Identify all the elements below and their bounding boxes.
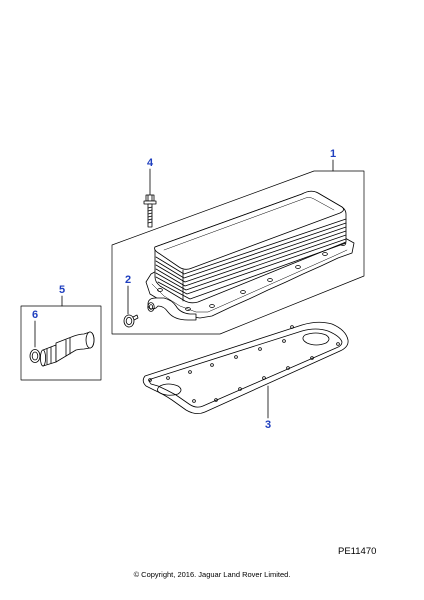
- oil-cooler-part-1: [145, 190, 355, 321]
- callout-4: 4: [147, 157, 154, 169]
- callout-2: 2: [125, 274, 131, 286]
- callout-5: 5: [59, 284, 65, 296]
- o-ring-part-6: [29, 349, 41, 363]
- callout-6: 6: [32, 309, 38, 321]
- reference-code: PE11470: [338, 546, 377, 557]
- connector-part-5: [40, 331, 95, 367]
- clip-part-2: [123, 314, 139, 328]
- gasket-part-3: [142, 321, 349, 414]
- copyright-notice: © Copyright, 2016. Jaguar Land Rover Lim…: [133, 570, 291, 579]
- callout-1: 1: [330, 148, 336, 160]
- assembly-frame-1: [111, 170, 365, 335]
- callout-3: 3: [265, 419, 271, 431]
- bolt-part-4: [143, 194, 157, 228]
- assembly-frame-5: [20, 305, 102, 381]
